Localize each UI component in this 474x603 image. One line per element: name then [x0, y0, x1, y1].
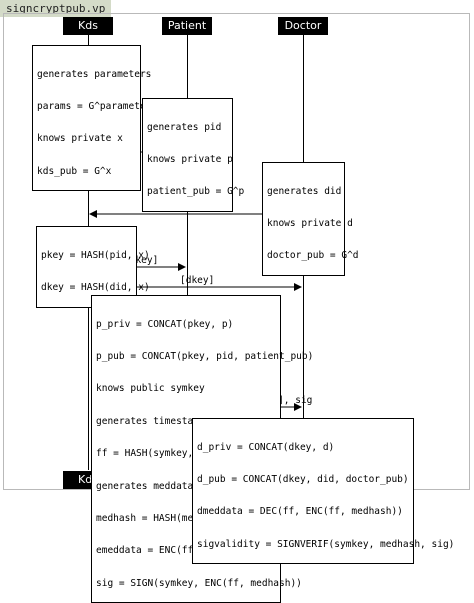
message-label-pkey: [pkey]: [124, 255, 159, 266]
note-line: sig = SIGN(symkey, ENC(ff, medhash)): [96, 577, 302, 589]
note-line: generates pid: [147, 121, 222, 133]
note-line: knows private p: [147, 153, 233, 165]
note-line: generates timestamp: [96, 415, 205, 427]
note-line: generates meddata: [96, 480, 194, 492]
note-line: kds_pub = G^x: [37, 165, 112, 177]
note-line: params = G^parameters: [37, 100, 158, 112]
note-doctor-verify: d_priv = CONCAT(dkey, d) d_pub = CONCAT(…: [192, 418, 455, 565]
diagram-file-tab[interactable]: signcryptpub.vp: [0, 0, 112, 17]
note-patient-keys: generates pid knows private p patient_pu…: [142, 98, 245, 212]
note-doctor-keys: generates did knows private d doctor_pub…: [262, 162, 359, 276]
actor-doctor-top: Doctor: [278, 17, 328, 35]
note-line: generates did: [267, 185, 342, 197]
note-kds-hash: pkey = HASH(pid, x) dkey = HASH(did, x): [36, 226, 150, 308]
note-line: patient_pub = G^p: [147, 186, 245, 198]
actor-patient-top: Patient: [162, 17, 212, 35]
message-label-dkey: [dkey]: [180, 275, 215, 286]
actor-kds-top: Kds: [63, 17, 113, 35]
note-line: doctor_pub = G^d: [267, 250, 359, 262]
note-line: generates parameters: [37, 68, 152, 80]
note-line: knows private x: [37, 133, 123, 145]
note-line: sigvalidity = SIGNVERIF(symkey, medhash,…: [197, 538, 455, 550]
lifeline-patient: [187, 35, 188, 470]
note-line: knows public symkey: [96, 383, 205, 395]
note-line: pkey = HASH(pid, x): [41, 249, 150, 261]
note-kds-parameters: generates parameters params = G^paramete…: [32, 45, 158, 192]
note-line: knows private d: [267, 217, 353, 229]
note-line: dmeddata = DEC(ff, ENC(ff, medhash)): [197, 506, 403, 518]
note-line: dkey = HASH(did, x): [41, 281, 150, 293]
note-line: p_priv = CONCAT(pkey, p): [96, 318, 234, 330]
note-line: p_pub = CONCAT(pkey, pid, patient_pub): [96, 350, 314, 362]
note-line: d_pub = CONCAT(dkey, did, doctor_pub): [197, 473, 409, 485]
note-line: d_priv = CONCAT(dkey, d): [197, 441, 335, 453]
